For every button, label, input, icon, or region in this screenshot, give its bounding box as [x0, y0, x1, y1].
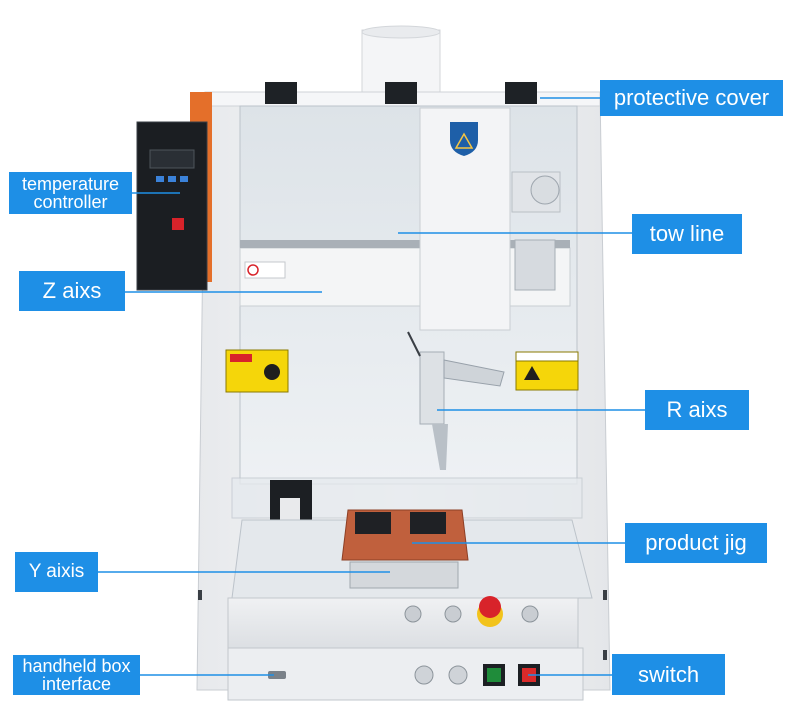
- side-mount-bolts: [198, 590, 607, 660]
- soldering-head: [407, 331, 505, 470]
- r-axis-column: [419, 107, 511, 331]
- lower-knobs: [414, 665, 468, 685]
- product-jig: [341, 509, 469, 589]
- label-temperature-controller-line-2: controller: [33, 192, 108, 212]
- temperature-controller-box: [136, 92, 212, 291]
- label-temperature-controller: temperature controller: [9, 172, 132, 214]
- warning-sticker-left: [225, 349, 289, 393]
- power-switch-green: [483, 664, 505, 686]
- warning-sticker-right: [515, 351, 579, 391]
- label-z-axis: Z aixs: [19, 271, 125, 311]
- label-tow-line: tow line: [632, 214, 742, 254]
- label-handheld-box-interface: handheld box interface: [13, 655, 140, 695]
- label-handheld-box-line-1: handheld box: [22, 656, 131, 676]
- label-temperature-controller-line-1: temperature: [21, 174, 120, 194]
- label-product-jig: product jig: [625, 523, 767, 563]
- hinge-icon: [265, 82, 537, 104]
- label-protective-cover: protective cover: [600, 80, 783, 116]
- tow-line-roller: [511, 171, 561, 291]
- protective-cover-glass: [231, 105, 583, 519]
- handheld-port: [268, 671, 286, 679]
- label-y-axis: Y aixis: [15, 552, 98, 592]
- emergency-stop-button: [477, 596, 503, 627]
- exhaust-fan-housing: [361, 25, 441, 93]
- label-handheld-box-line-2: interface: [41, 674, 112, 694]
- label-switch: switch: [612, 654, 725, 695]
- label-r-axis: R aixs: [645, 390, 749, 430]
- front-buttons: [404, 605, 539, 623]
